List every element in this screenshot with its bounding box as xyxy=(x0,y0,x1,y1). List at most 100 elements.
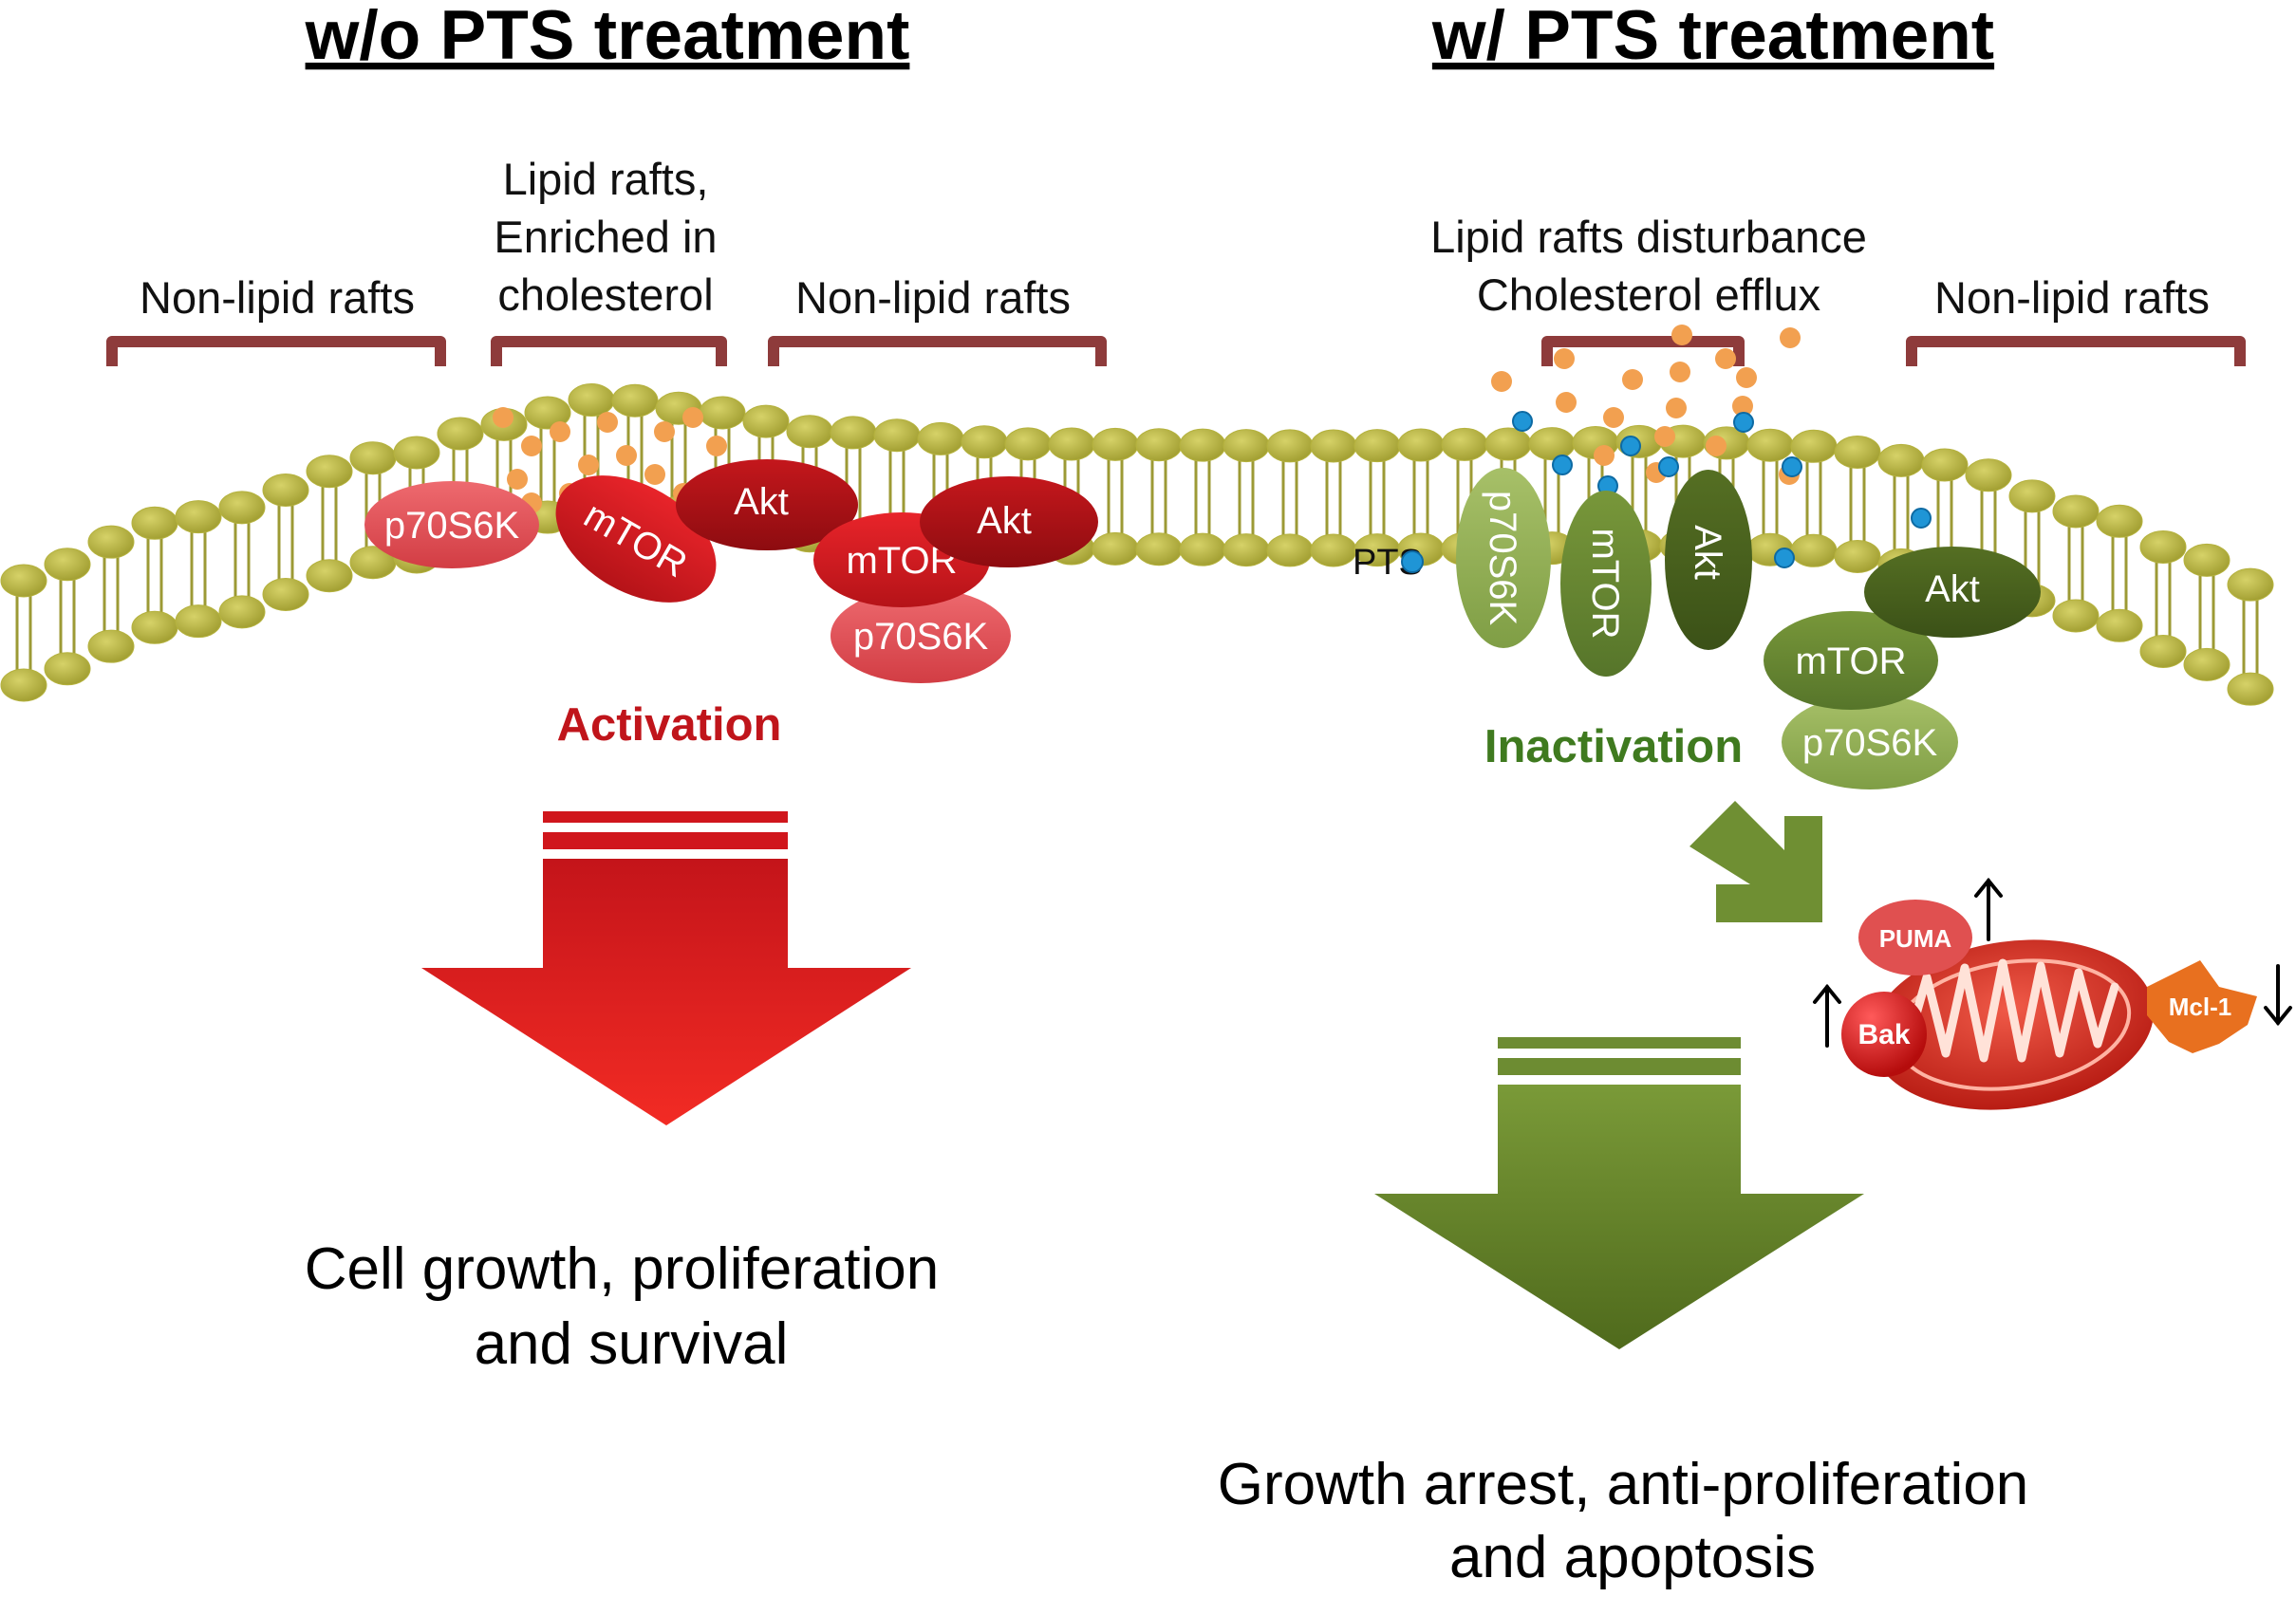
lipid-tail xyxy=(277,503,294,582)
cholesterol-molecule xyxy=(1554,348,1575,369)
bracket-disturbance xyxy=(1541,336,1745,366)
puma-protein: PUMA xyxy=(1858,900,1972,975)
bak-up-arrow xyxy=(1813,983,1841,1048)
lipid-head-outer xyxy=(1484,427,1532,461)
cholesterol-molecule xyxy=(1736,367,1757,388)
lipid-tail xyxy=(1412,458,1429,537)
lipid-tail xyxy=(59,577,76,656)
lipid-tail xyxy=(233,520,251,599)
lipid-head-outer xyxy=(1092,427,1139,461)
mcl1-down-arrow xyxy=(2264,964,2292,1027)
bak-label: Bak xyxy=(1857,1019,1910,1050)
right-non-lipid-rafts-label: Non-lipid rafts xyxy=(1934,272,2210,323)
lipid-tail xyxy=(1762,458,1779,537)
lipid-head-outer xyxy=(44,548,91,582)
cholesterol-molecule xyxy=(706,436,727,456)
lipid-tail xyxy=(103,555,120,634)
lipid-head-outer xyxy=(1310,429,1357,463)
lipid-tail xyxy=(1369,458,1386,537)
right-complex-p70s6k-label: p70S6K xyxy=(1802,722,1938,764)
right-complex-p70s6k-shape xyxy=(1782,695,1958,789)
lipid-head-outer xyxy=(568,383,615,418)
cholesterol-molecule xyxy=(616,445,637,466)
lipid-tail xyxy=(1150,457,1167,536)
molecules-layer xyxy=(493,325,1932,568)
lipid-tail xyxy=(190,529,207,608)
lipid-head-outer xyxy=(961,425,1008,459)
lipid-head-inner xyxy=(1834,539,1881,573)
activation-label: Activation xyxy=(557,699,782,751)
regulation-arrows xyxy=(1813,877,2292,1048)
lipid-head-inner xyxy=(2052,599,2100,633)
pts-molecule xyxy=(1552,455,1573,475)
lipid-tail xyxy=(2155,560,2172,639)
left-non-lipid-rafts-label-1: Non-lipid rafts xyxy=(140,272,415,323)
cholesterol-molecule xyxy=(1594,445,1615,466)
right-complex: p70S6K mTOR Akt xyxy=(1764,547,2041,789)
left-outcome-line2: and survival xyxy=(475,1311,789,1377)
left-membrane-p70s6k-label: p70S6K xyxy=(384,505,520,547)
activation-arrow xyxy=(421,811,911,1125)
pts-legend-molecule xyxy=(1401,550,1424,573)
lipid-tail xyxy=(2067,524,2084,603)
lipid-head-outer xyxy=(1397,428,1445,462)
left-complex-akt-label: Akt xyxy=(977,500,1032,542)
lipid-rafts-label-line3: cholesterol xyxy=(497,269,713,320)
cholesterol-molecule xyxy=(597,412,618,433)
cholesterol-molecule xyxy=(1670,362,1690,382)
lipid-head-outer xyxy=(917,421,964,455)
pts-molecule xyxy=(1911,508,1932,529)
disturbance-label-line1: Lipid rafts disturbance xyxy=(1430,212,1867,262)
cholesterol-molecule xyxy=(1603,407,1624,428)
lipid-head-inner xyxy=(1310,533,1357,567)
cholesterol-molecule xyxy=(1654,426,1675,447)
inactivation-arrow xyxy=(1374,1037,1864,1349)
lipid-head-outer xyxy=(175,500,222,534)
lipid-head-outer xyxy=(524,396,571,430)
lipid-tail xyxy=(1805,459,1822,538)
lipid-tail xyxy=(2242,598,2259,677)
pts-molecule xyxy=(1512,411,1533,432)
lipid-head-outer xyxy=(218,491,266,525)
right-membrane-akt-label: Akt xyxy=(1687,525,1728,580)
lipid-head-outer xyxy=(1834,435,1881,469)
cholesterol-molecule xyxy=(493,407,513,428)
lipid-rafts-label-line2: Enriched in xyxy=(494,212,717,262)
inactivation-label: Inactivation xyxy=(1484,721,1743,772)
left-complex-p70s6k-shape xyxy=(831,588,1011,683)
cholesterol-molecule xyxy=(1732,396,1753,417)
lipid-head-outer xyxy=(830,416,877,450)
lipid-head-inner xyxy=(1266,533,1314,567)
right-membrane-akt: Akt xyxy=(1665,470,1752,650)
lipid-head-outer xyxy=(611,383,659,418)
lipid-tail xyxy=(321,484,338,563)
left-panel-title: w/o PTS treatment xyxy=(305,0,910,74)
left-membrane-akt: Akt xyxy=(676,459,858,550)
lipid-tail xyxy=(1936,477,1953,556)
lipid-head-outer xyxy=(2183,543,2231,577)
lipid-tail xyxy=(146,536,163,615)
cholesterol-molecule xyxy=(507,469,528,490)
puma-up-arrow xyxy=(1974,877,2003,941)
right-outcome-line2: and apoptosis xyxy=(1449,1525,1816,1590)
disturbance-label-line2: Cholesterol efflux xyxy=(1477,269,1820,320)
lipid-head-outer xyxy=(131,506,178,540)
lipid-tail xyxy=(1107,457,1124,536)
lipid-head-outer xyxy=(742,404,790,438)
pts-molecule xyxy=(1774,548,1795,568)
lipid-head-outer xyxy=(1266,429,1314,463)
cholesterol-molecule xyxy=(1622,369,1643,390)
right-complex-mtor-shape xyxy=(1764,611,1938,710)
lipid-head-outer xyxy=(1179,428,1226,462)
bracket-lipid-rafts xyxy=(491,336,727,366)
lipid-tail xyxy=(1893,474,1910,552)
lipid-tail xyxy=(15,593,32,672)
lipid-head-inner xyxy=(1092,531,1139,566)
lipid-head-outer xyxy=(1877,443,1925,477)
lipid-tail xyxy=(2111,534,2128,613)
pts-molecule xyxy=(1620,436,1641,456)
bak-protein: Bak xyxy=(1841,992,1927,1077)
lipid-head-outer xyxy=(2227,567,2274,602)
bracket-right-non-lipid xyxy=(1906,336,2246,366)
lipid-head-outer xyxy=(1528,427,1576,461)
